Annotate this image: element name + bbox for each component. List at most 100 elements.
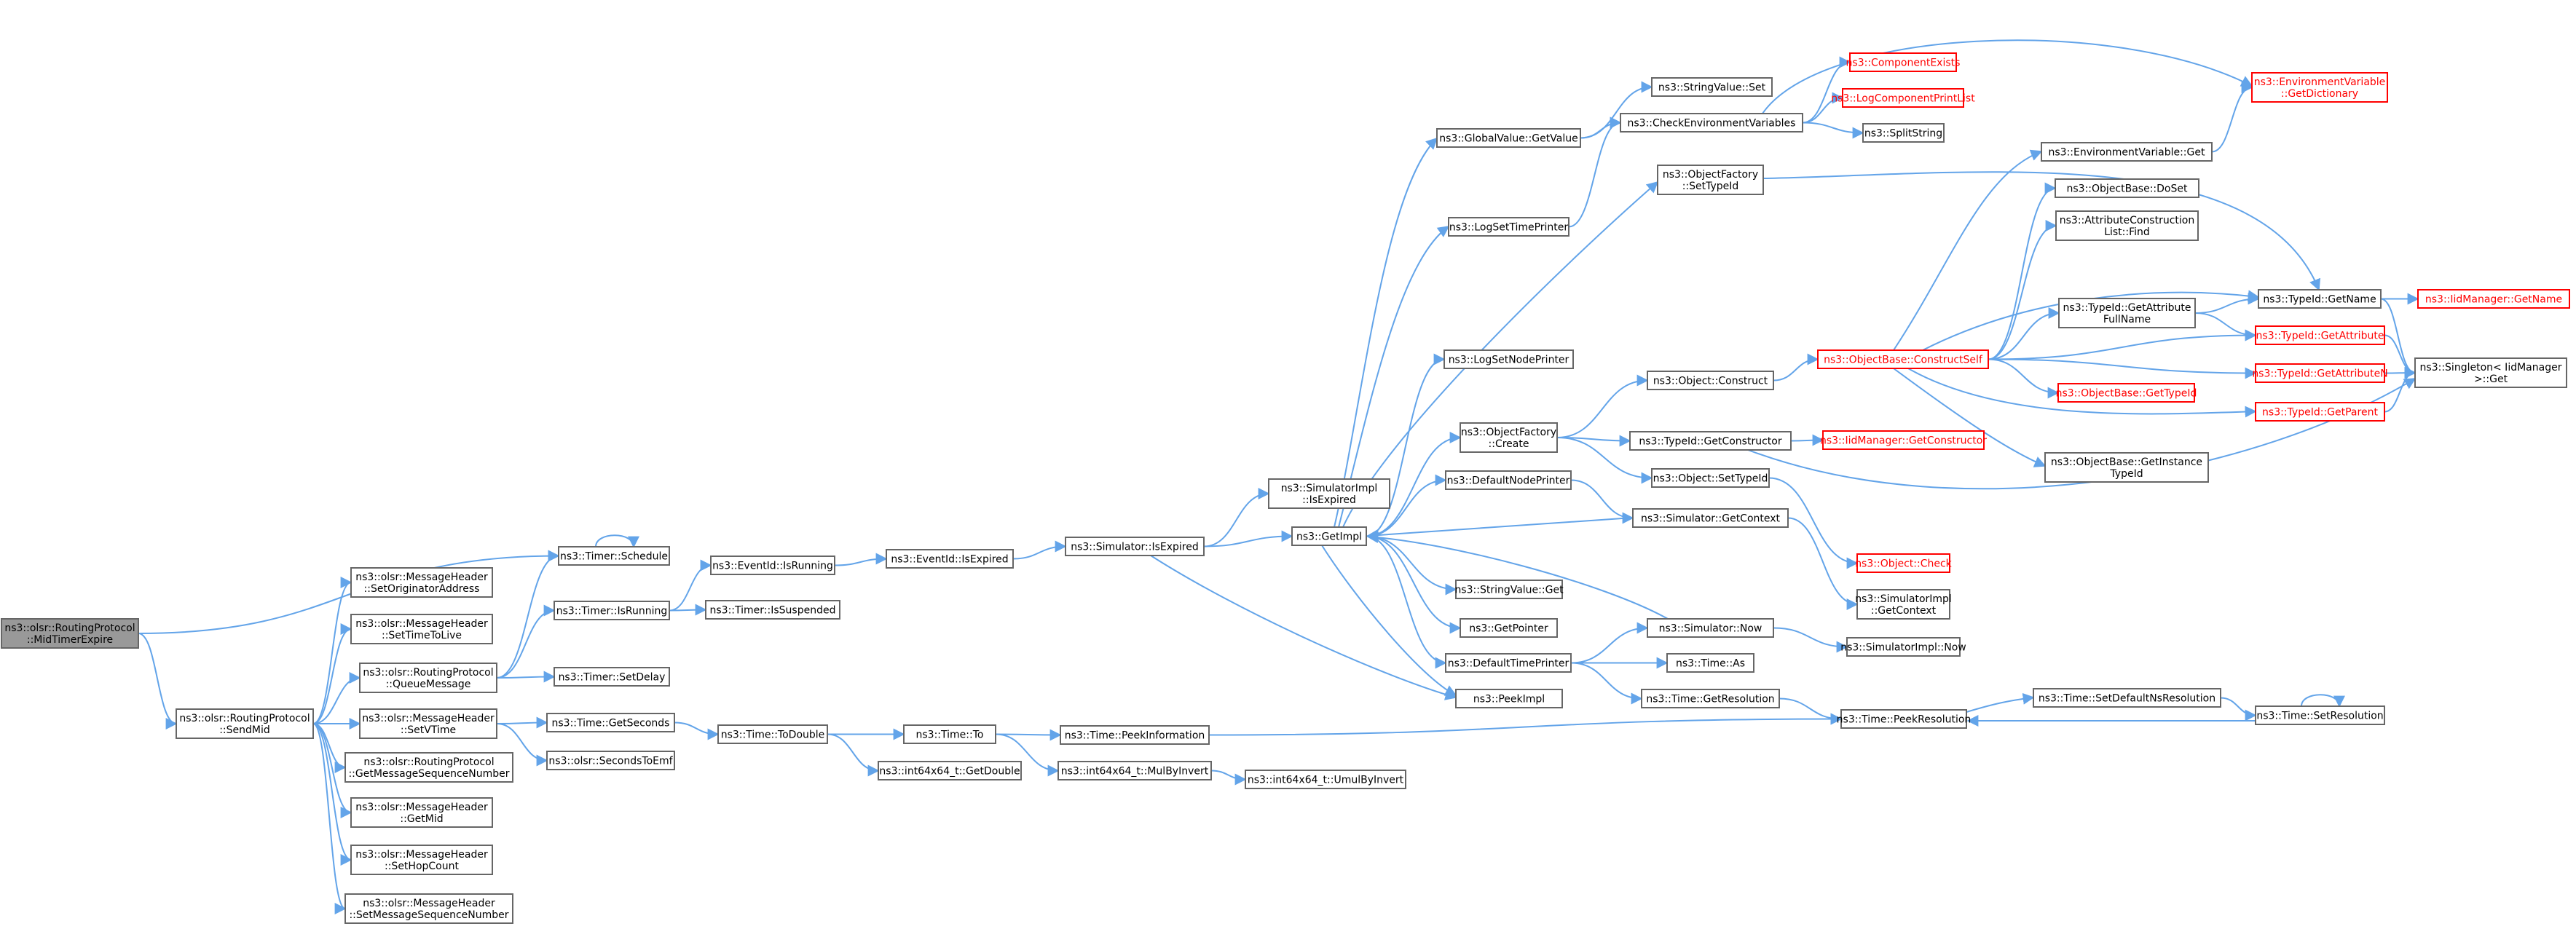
node-mulbyinvert[interactable]: ns3::int64x64_t::MulByInvert — [1057, 761, 1212, 780]
node-simisexpired[interactable]: ns3::Simulator::IsExpired — [1065, 537, 1205, 556]
node-box — [2255, 705, 2385, 725]
node-setdelay[interactable]: ns3::Timer::SetDelay — [554, 667, 670, 687]
node-getimpl[interactable]: ns3::GetImpl — [1291, 526, 1367, 546]
node-simimplgetctx[interactable]: ns3::SimulatorImpl::GetContext — [1855, 589, 1952, 620]
node-queuemsg[interactable]: ns3::olsr::RoutingProtocol::QueueMessage — [359, 663, 497, 693]
edge-ofcreate-to-objsettypeid — [1556, 437, 1653, 484]
node-logsettime[interactable]: ns3::LogSetTimePrinter — [1448, 217, 1569, 237]
node-timeto[interactable]: ns3::Time::To — [903, 724, 996, 744]
node-obconstructself[interactable]: ns3::ObjectBase::ConstructSelf — [1817, 349, 1989, 369]
node-stringvalueget[interactable]: ns3::StringValue::Get — [1454, 580, 1564, 599]
node-setmsgseq[interactable]: ns3::olsr::MessageHeader::SetMessageSequ… — [344, 893, 513, 924]
node-setvtime[interactable]: ns3::olsr::MessageHeader::SetVTime — [359, 708, 497, 739]
node-deftimeprinter[interactable]: ns3::DefaultTimePrinter — [1445, 653, 1572, 673]
node-box — [1849, 52, 1957, 72]
node-ofcreate[interactable]: ns3::ObjectFactory::Create — [1460, 422, 1558, 453]
edge-getimpl-to-defnodeprinter — [1366, 474, 1447, 537]
node-typeidgetctor[interactable]: ns3::TypeId::GetConstructor — [1629, 431, 1792, 451]
edge-obconstructself-to-attrfind — [1988, 220, 2057, 360]
edge-objconstruct-to-obconstructself — [1773, 353, 1819, 382]
node-eventidisrunning[interactable]: ns3::EventId::IsRunning — [710, 556, 835, 575]
node-label: ns3::Object::Check — [1855, 558, 1952, 570]
node-logcompprint[interactable]: ns3::LogComponentPrintList — [1831, 88, 1975, 108]
node-label: ns3::Object::SetTypeId — [1653, 473, 1768, 485]
edge-root-to-schedule — [138, 550, 560, 634]
node-tidgetparent[interactable]: ns3::TypeId::GetParent — [2255, 402, 2385, 422]
node-label: ns3::EventId::IsRunning — [712, 561, 833, 572]
node-logsetnode[interactable]: ns3::LogSetNodePrinter — [1443, 349, 1574, 369]
edge-peekinfo-to-peekres — [1208, 713, 1843, 736]
node-label: ns3::SimulatorImpl — [1855, 593, 1952, 605]
node-getpointer[interactable]: ns3::GetPointer — [1460, 618, 1558, 638]
node-setttl[interactable]: ns3::olsr::MessageHeader::SetTimeToLive — [350, 614, 493, 644]
node-simgetcontext[interactable]: ns3::Simulator::GetContext — [1632, 508, 1789, 528]
node-tidgetattr[interactable]: ns3::TypeId::GetAttribute — [2255, 325, 2385, 345]
node-setdefres[interactable]: ns3::Time::SetDefaultNsResolution — [2033, 688, 2221, 708]
node-iidgetname[interactable]: ns3::IidManager::GetName — [2417, 289, 2570, 309]
node-root[interactable]: ns3::olsr::RoutingProtocol::MidTimerExpi… — [1, 618, 139, 649]
node-ofsettypeid[interactable]: ns3::ObjectFactory::SetTypeId — [1657, 165, 1764, 195]
node-label: ::GetContext — [1871, 605, 1937, 617]
node-peekimpl[interactable]: ns3::PeekImpl — [1455, 689, 1563, 708]
node-tidgetattrn[interactable]: ns3::TypeId::GetAttributeN — [2252, 363, 2388, 383]
node-gvgetvalue[interactable]: ns3::GlobalValue::GetValue — [1436, 128, 1581, 148]
node-getmid[interactable]: ns3::olsr::MessageHeader::GetMid — [350, 797, 493, 828]
node-schedule[interactable]: ns3::Timer::Schedule — [558, 546, 670, 566]
node-label: ns3::GetImpl — [1296, 531, 1362, 543]
node-setres[interactable]: ns3::Time::SetResolution — [2255, 705, 2385, 725]
node-simimplnow[interactable]: ns3::SimulatorImpl::Now — [1840, 637, 1966, 657]
node-label: ns3::Simulator::GetContext — [1641, 513, 1781, 525]
node-setorig[interactable]: ns3::olsr::MessageHeader::SetOriginatorA… — [350, 567, 493, 598]
node-getdouble[interactable]: ns3::int64x64_t::GetDouble — [878, 761, 1022, 780]
node-objcheck[interactable]: ns3::Object::Check — [1855, 553, 1953, 573]
node-box — [344, 752, 513, 783]
node-secondstoemf[interactable]: ns3::olsr::SecondsToEmf — [546, 751, 675, 770]
node-label: ::SendMid — [219, 724, 270, 736]
node-label: ns3::olsr::SecondsToEmf — [548, 756, 673, 767]
node-envgetdict[interactable]: ns3::EnvironmentVariable::GetDictionary — [2251, 72, 2388, 103]
node-compexists[interactable]: ns3::ComponentExists — [1846, 52, 1961, 72]
node-singleton[interactable]: ns3::Singleton< IidManager>::Get — [2414, 357, 2567, 388]
node-objsettypeid[interactable]: ns3::Object::SetTypeId — [1651, 468, 1770, 488]
node-todouble[interactable]: ns3::Time::ToDouble — [717, 724, 828, 744]
node-stringvalueset[interactable]: ns3::StringValue::Set — [1651, 77, 1773, 97]
edge-obconstructself-to-obgettypeid — [1988, 358, 2060, 399]
node-timerisrunning[interactable]: ns3::Timer::IsRunning — [554, 601, 670, 620]
node-label: ns3::olsr::MessageHeader — [355, 849, 488, 861]
node-simimplisexpired[interactable]: ns3::SimulatorImpl::IsExpired — [1268, 478, 1390, 509]
node-getseconds[interactable]: ns3::Time::GetSeconds — [546, 713, 675, 732]
node-box — [717, 724, 828, 744]
node-timerissuspended[interactable]: ns3::Timer::IsSuspended — [705, 600, 840, 620]
node-box — [1856, 553, 1950, 573]
node-sethop[interactable]: ns3::olsr::MessageHeader::SetHopCount — [350, 845, 493, 875]
node-envget[interactable]: ns3::EnvironmentVariable::Get — [2041, 142, 2213, 162]
node-eventidisexpired[interactable]: ns3::EventId::IsExpired — [886, 549, 1014, 569]
node-obgettypeid[interactable]: ns3::ObjectBase::GetTypeId — [2056, 383, 2197, 403]
node-getmsgseq[interactable]: ns3::olsr::RoutingProtocol::GetMessageSe… — [344, 752, 513, 783]
node-obdoset[interactable]: ns3::ObjectBase::DoSet — [2055, 178, 2199, 198]
node-checkenv[interactable]: ns3::CheckEnvironmentVariables — [1620, 113, 1803, 133]
edge-defnodeprinter-to-simgetcontext — [1570, 479, 1634, 524]
node-tidgetname[interactable]: ns3::TypeId::GetName — [2258, 289, 2382, 309]
node-iidgetctor[interactable]: ns3::IidManager::GetConstructor — [1820, 430, 1987, 450]
node-simnow[interactable]: ns3::Simulator::Now — [1647, 618, 1774, 638]
node-peekres[interactable]: ns3::Time::PeekResolution — [1837, 709, 1972, 729]
edge-simgetcontext-to-getimpl — [1366, 517, 1634, 541]
edge-getseconds-to-todouble — [674, 722, 720, 740]
edge-schedule-to-schedule — [595, 534, 639, 548]
node-box — [1291, 526, 1367, 546]
node-timeas[interactable]: ns3::Time::As — [1666, 653, 1754, 673]
node-splitstring[interactable]: ns3::SplitString — [1862, 123, 1945, 143]
node-objconstruct[interactable]: ns3::Object::Construct — [1647, 371, 1774, 390]
node-peekinfo[interactable]: ns3::Time::PeekInformation — [1060, 725, 1210, 745]
node-sendmid[interactable]: ns3::olsr::RoutingProtocol::SendMid — [176, 708, 314, 739]
edge-setvtime-to-secondstoemf — [496, 723, 548, 767]
node-defnodeprinter[interactable]: ns3::DefaultNodePrinter — [1445, 470, 1572, 490]
node-layer: ns3::olsr::RoutingProtocol::MidTimerExpi… — [1, 52, 2570, 924]
node-box — [1445, 653, 1572, 673]
node-timegetres[interactable]: ns3::Time::GetResolution — [1641, 689, 1780, 708]
node-umulbyinvert[interactable]: ns3::int64x64_t::UmulByInvert — [1245, 770, 1406, 789]
